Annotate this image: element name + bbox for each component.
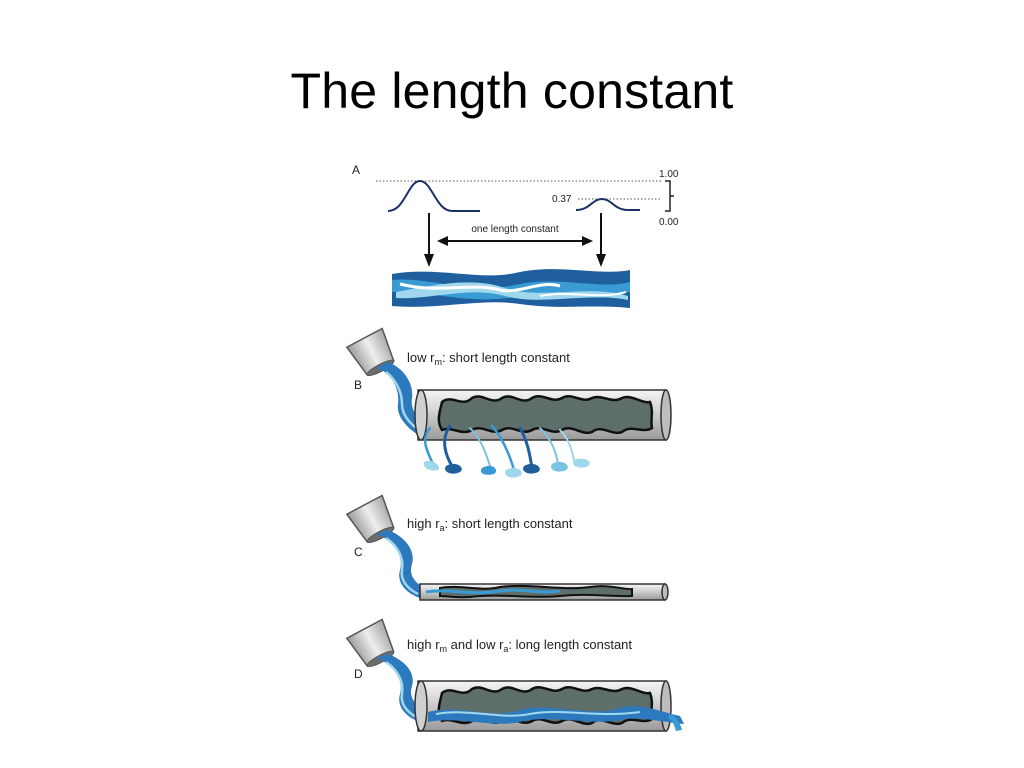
panel-b: B low rm: short length constant — [345, 327, 672, 478]
slide-title: The length constant — [290, 63, 734, 119]
panel-d: D high rm and low ra: long length consta… — [345, 618, 684, 732]
waveform-large — [387, 179, 480, 212]
pour-stream-highlight — [385, 660, 419, 720]
scale-bottom-label: 0.00 — [659, 217, 679, 228]
pipe-wide — [414, 389, 672, 441]
scale-bracket — [665, 180, 674, 212]
length-arrow-label: one length constant — [471, 224, 559, 235]
leak-puddles — [423, 458, 590, 478]
panel-c-letter: C — [354, 545, 363, 559]
panel-a: A 1.00 0.37 0.00 one length constant — [352, 163, 679, 308]
pour-stream-highlight — [385, 371, 421, 432]
scale-top-label: 1.00 — [659, 169, 679, 180]
panel-c-caption: high ra: short length constant — [407, 516, 573, 533]
scale-mid-label: 0.37 — [552, 194, 572, 205]
panel-c: C high ra: short length constant — [345, 494, 669, 601]
panel-b-caption: low rm: short length constant — [407, 350, 570, 367]
panel-d-letter: D — [354, 667, 363, 681]
length-arrow-right-head — [582, 236, 593, 246]
pour-stream-highlight — [385, 536, 419, 596]
panel-d-caption: high rm and low ra: long length constant — [407, 637, 632, 654]
water-band — [392, 269, 630, 308]
pipe-narrow — [419, 583, 669, 601]
leak-streams — [423, 424, 575, 472]
down-arrow-right-head — [596, 254, 606, 267]
panel-a-letter: A — [352, 163, 360, 177]
down-arrow-left-head — [424, 254, 434, 267]
panel-b-letter: B — [354, 378, 362, 392]
pipe-wide-sealed — [414, 680, 684, 732]
length-arrow-left-head — [437, 236, 448, 246]
waveform-small — [575, 197, 640, 211]
